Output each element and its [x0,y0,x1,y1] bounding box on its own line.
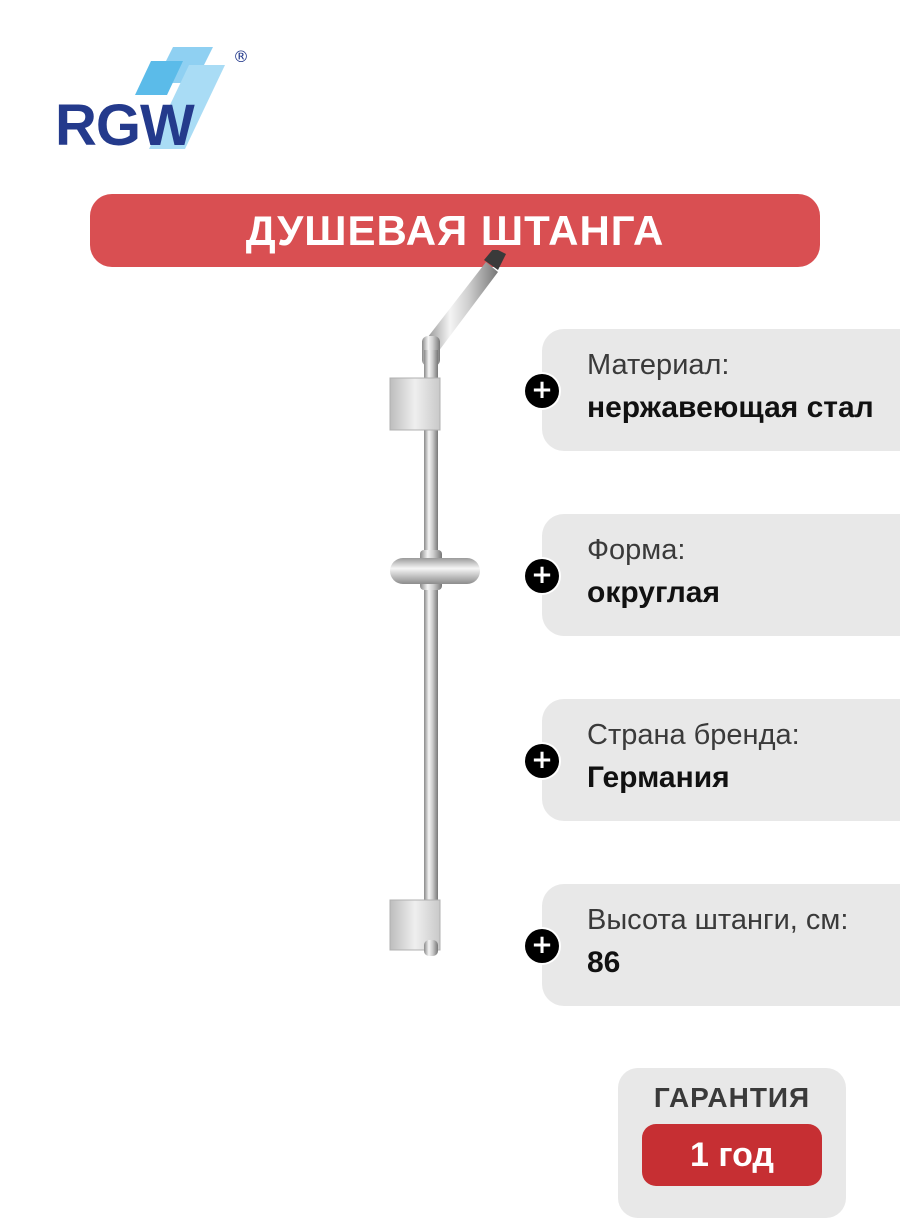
shower-rail-image [389,250,506,956]
spec-value: 86 [587,946,621,979]
spec-value: Германия [587,761,730,794]
logo-stripes-icon [135,47,225,149]
spec-label: Высота штанги, см: [587,904,849,936]
spec-label: Материал: [587,349,730,381]
warranty-value: 1 год [690,1135,774,1174]
title-banner: ДУШЕВАЯ ШТАНГА [90,194,820,267]
spec-card-shape: Форма: округлая [542,514,900,636]
plus-icon[interactable]: + [525,929,559,963]
spec-card-material: Материал: нержавеющая стал [542,329,900,451]
spec-value: округлая [587,576,720,609]
registered-mark: ® [233,47,249,66]
page-title: ДУШЕВАЯ ШТАНГА [245,206,665,254]
plus-icon[interactable]: + [525,744,559,778]
brand-logo: RGW ® [55,45,255,155]
spec-value: нержавеющая стал [587,391,874,424]
spec-label: Страна бренда: [587,719,800,751]
spec-card-height: Высота штанги, см: 86 [542,884,900,1006]
spec-label: Форма: [587,534,686,566]
plus-icon[interactable]: + [525,559,559,593]
warranty-badge: 1 год [642,1124,822,1186]
spec-card-country: Страна бренда: Германия [542,699,900,821]
warranty-label: ГАРАНТИЯ [653,1082,811,1113]
plus-icon[interactable]: + [525,374,559,408]
brand-name: RGW [55,93,195,158]
warranty-box: ГАРАНТИЯ 1 год [618,1068,846,1218]
